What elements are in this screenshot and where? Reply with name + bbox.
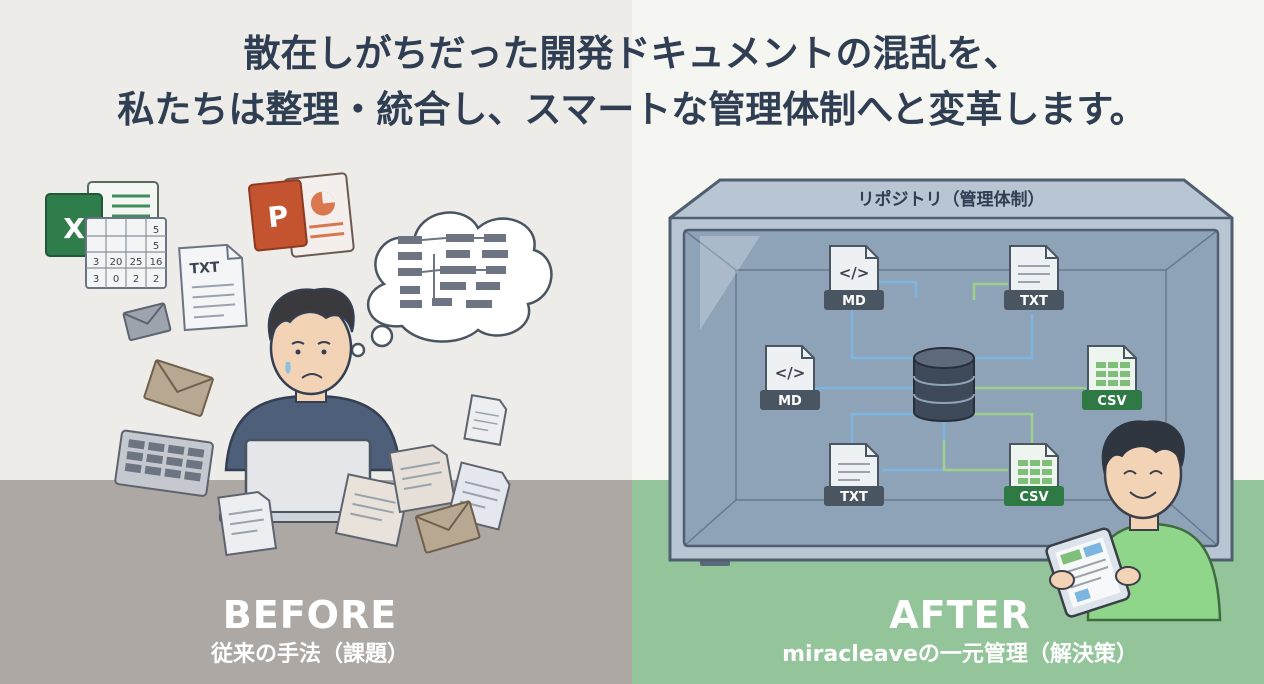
tablet-icon <box>1045 527 1131 618</box>
before-title: BEFORE <box>222 593 398 637</box>
txt-file-icon: TXT <box>824 443 884 506</box>
sheet-cell: 20 <box>110 257 123 268</box>
md-file-icon: </> MD <box>824 245 884 310</box>
sheet-cell: 25 <box>130 257 143 268</box>
csv-label: CSV <box>1019 490 1048 505</box>
database-icon <box>913 347 975 422</box>
spreadsheet-paper: 5 5 3 20 25 16 3 0 2 2 <box>85 217 167 289</box>
csv-label: CSV <box>1097 394 1126 409</box>
txt-label: TXT <box>840 490 868 505</box>
headline-line-2: 私たちは整理・統合し、スマートな管理体制へと変革します。 <box>117 88 1147 131</box>
before-caption: BEFORE 従来の手法（課題） <box>130 592 490 670</box>
after-title: AFTER <box>889 593 1031 637</box>
before-subtitle: 従来の手法（課題） <box>210 642 409 667</box>
powerpoint-icon: P <box>248 172 355 258</box>
envelope-icon <box>122 302 172 341</box>
txt-file-icon: TXT <box>1004 245 1064 310</box>
sheet-cell: 2 <box>133 274 139 285</box>
sheet-cell: 0 <box>113 274 119 285</box>
sheet-cell: 5 <box>153 225 159 236</box>
sheet-cell: 2 <box>153 274 159 285</box>
txt-label: TXT <box>1020 294 1048 309</box>
sheet-cell: 3 <box>93 274 99 285</box>
headline: 散在しがちだった開発ドキュメントの混乱を、 私たちは整理・統合し、スマートな管理… <box>0 26 1264 138</box>
md-label: MD <box>778 394 802 409</box>
after-subtitle: miracleaveの一元管理（解決策） <box>782 642 1138 667</box>
sheet-cell: 16 <box>150 257 163 268</box>
thought-bubble <box>350 211 553 358</box>
txt-document-icon: TXT <box>178 243 248 332</box>
code-glyph: </> <box>775 364 806 382</box>
sheet-cell: 5 <box>153 241 159 252</box>
envelope-icon <box>415 500 481 554</box>
code-glyph: </> <box>839 264 870 282</box>
headline-line-1: 散在しがちだった開発ドキュメントの混乱を、 <box>243 32 1021 75</box>
ppt-letter: P <box>266 199 290 234</box>
md-label: MD <box>842 294 866 309</box>
md-file-icon: </> MD <box>760 345 820 410</box>
after-caption: AFTER miracleaveの一元管理（解決策） <box>700 592 1220 670</box>
repository-label: リポジトリ（管理体制） <box>858 189 1045 210</box>
table-document-icon <box>114 429 214 497</box>
csv-file-icon: CSV <box>1082 345 1142 410</box>
excel-letter: X <box>63 212 85 245</box>
txt-label: TXT <box>189 259 220 277</box>
happy-person <box>1045 420 1222 622</box>
sheet-cell: 3 <box>93 257 99 268</box>
envelope-icon <box>143 359 214 417</box>
connection-lines <box>812 280 1086 472</box>
csv-file-icon: CSV <box>1004 443 1064 506</box>
scattered-papers <box>217 394 511 557</box>
